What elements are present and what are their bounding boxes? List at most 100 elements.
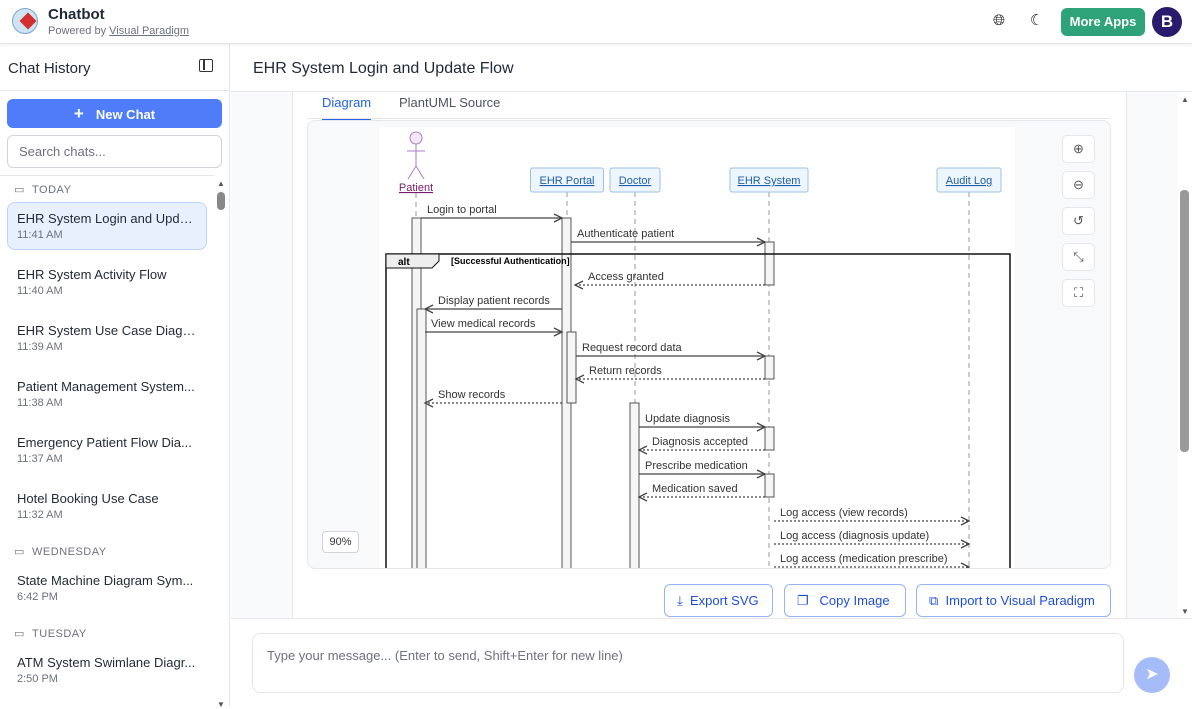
participant-box <box>729 167 809 193</box>
activation-bar <box>764 355 775 380</box>
chat-history-item[interactable]: Emergency Patient Flow Dia... 11:37 AM <box>7 426 207 474</box>
message-label: Log access (medication prescribe) <box>780 553 948 565</box>
chat-history-item[interactable]: ATM System Swimlane Diagr...2:50 PM <box>7 646 207 694</box>
message-arrow: Access granted <box>573 271 765 290</box>
page-title: EHR System Login and Update Flow <box>231 44 1192 92</box>
date-group: ▭ TUESDAY <box>14 628 87 640</box>
participant-box <box>609 167 661 193</box>
chat-title: EHR System Use Case Diagram <box>17 323 197 338</box>
diagram-viewport[interactable]: Patient EHR Portal Doctor EHR System Audit L… <box>307 120 1111 569</box>
participant-label: Patient <box>399 182 433 194</box>
top-bar: Chatbot Powered by Visual Paradigm 🌐︎ ☾ … <box>0 0 1192 44</box>
calendar-icon: ▭ <box>14 546 25 558</box>
message-arrow: Display patient records <box>423 295 562 314</box>
message-arrow: Medication saved <box>637 483 765 502</box>
message-arrow: Prescribe medication <box>639 460 767 479</box>
chat-title: Patient Management System... <box>17 379 195 394</box>
alt-fragment <box>385 253 1011 568</box>
activation-bar <box>764 426 775 451</box>
message-arrow: Return records <box>574 365 765 384</box>
message-label: Log access (diagnosis update) <box>780 530 929 542</box>
sidebar-scrollbar[interactable]: ▲▼ <box>217 179 225 709</box>
participant-label: Audit Log <box>946 175 992 187</box>
alt-tab <box>385 253 440 269</box>
new-chat-label: New Chat <box>95 107 156 122</box>
copy-icon: ❐ <box>797 593 809 608</box>
sidebar-toggle-icon[interactable] <box>199 59 213 72</box>
message-arrow: Diagnosis accepted <box>637 436 765 455</box>
tab-plantuml-source[interactable]: PlantUML Source <box>399 95 501 110</box>
main-scrollbar[interactable]: ▲▼ <box>1180 95 1189 616</box>
message-input[interactable]: Type your message... (Enter to send, Shi… <box>252 633 1124 693</box>
app-title: Chatbot <box>48 6 105 23</box>
message-arrow: Log access (view records) <box>774 507 971 526</box>
chat-time: 11:37 AM <box>17 453 63 465</box>
message-label: Prescribe medication <box>645 460 748 472</box>
reset-rotate-icon[interactable]: ↺ <box>1062 207 1095 235</box>
participant-label: Doctor <box>619 175 652 187</box>
avatar[interactable]: B <box>1152 7 1182 37</box>
chat-history-item[interactable]: Patient Management System... 11:38 AM <box>7 370 207 418</box>
visual-paradigm-logo <box>12 8 38 34</box>
new-chat-button[interactable]: + New Chat <box>7 99 222 128</box>
chat-list: ▭ TODAY EHR System Login and Upda... 11:41… <box>0 175 214 707</box>
chat-time: 11:38 AM <box>17 397 63 409</box>
message-label: View medical records <box>431 318 536 330</box>
moon-icon[interactable]: ☾ <box>1030 12 1044 29</box>
sidebar: Chat History + New Chat Search chats... ▭… <box>0 44 230 709</box>
message-arrow: Log access (medication prescribe) <box>774 553 971 568</box>
chat-title: ATM System Swimlane Diagr... <box>17 655 196 670</box>
message-arrow: Show records <box>423 389 562 408</box>
chat-title: EHR System Login and Upda... <box>17 211 197 226</box>
activation-bar <box>764 473 775 498</box>
participant-box <box>530 167 604 193</box>
plus-icon: + <box>73 104 84 123</box>
message-arrow: Request record data <box>576 342 767 361</box>
chat-time: 11:39 AM <box>17 341 63 353</box>
chat-history-title: Chat History <box>0 44 229 91</box>
search-input[interactable]: Search chats... <box>7 135 222 168</box>
send-icon[interactable]: ➤ <box>1134 657 1170 693</box>
alt-guard: [Successful Authentication] <box>451 256 570 266</box>
copy-image-label: Copy Image <box>819 593 890 608</box>
message-label: Login to portal <box>427 204 497 216</box>
activation-bar <box>416 308 427 568</box>
fullscreen-icon[interactable]: ⛶ <box>1062 279 1095 307</box>
participant-label: EHR System <box>738 175 801 187</box>
globe-icon[interactable]: 🌐︎ <box>993 12 1006 29</box>
date-group: ▭ WEDNESDAY <box>14 546 107 558</box>
import-vp-button[interactable]: ⧉ Import to Visual Paradigm <box>916 584 1111 617</box>
chat-title: Hotel Booking Use Case <box>17 491 159 506</box>
chat-history-item[interactable]: State Machine Diagram Sym...6:42 PM <box>7 564 207 612</box>
visual-paradigm-link[interactable]: Visual Paradigm <box>109 25 190 37</box>
participant-label: EHR Portal <box>539 175 594 187</box>
alt-label: alt <box>398 257 410 268</box>
zoom-in-icon[interactable]: ⊕ <box>1062 135 1095 163</box>
message-label: Display patient records <box>438 295 550 307</box>
more-apps-button[interactable]: More Apps <box>1061 8 1145 36</box>
message-label: Log access (view records) <box>780 507 908 519</box>
chat-time: 11:41 AM <box>17 229 63 241</box>
import-vp-label: Import to Visual Paradigm <box>945 593 1095 608</box>
activation-bar <box>764 241 775 286</box>
chat-history-item[interactable]: EHR System Use Case Diagram 11:39 AM <box>7 314 207 362</box>
date-group: ▭ TODAY <box>14 184 72 196</box>
copy-image-button[interactable]: ❐ Copy Image <box>784 584 906 617</box>
message-arrow: Authenticate patient <box>571 228 767 247</box>
chat-title: Emergency Patient Flow Dia... <box>17 435 192 450</box>
chat-history-item[interactable]: EHR System Login and Upda... 11:41 AM <box>7 202 207 250</box>
zoom-out-icon[interactable]: ⊖ <box>1062 171 1095 199</box>
chat-time: 11:40 AM <box>17 285 63 297</box>
external-link-icon: ⧉ <box>929 593 939 608</box>
export-svg-button[interactable]: ⤓ Export SVG <box>664 584 773 617</box>
fit-screen-icon[interactable]: ⤡ <box>1062 243 1095 271</box>
message-arrow: Log access (diagnosis update) <box>774 530 971 549</box>
powered-by: Powered by Visual Paradigm <box>48 25 189 37</box>
message-label: Show records <box>438 389 506 401</box>
message-arrow: Login to portal <box>421 204 564 223</box>
message-label: Medication saved <box>652 483 738 495</box>
calendar-icon: ▭ <box>14 628 25 640</box>
calendar-icon: ▭ <box>14 184 25 196</box>
